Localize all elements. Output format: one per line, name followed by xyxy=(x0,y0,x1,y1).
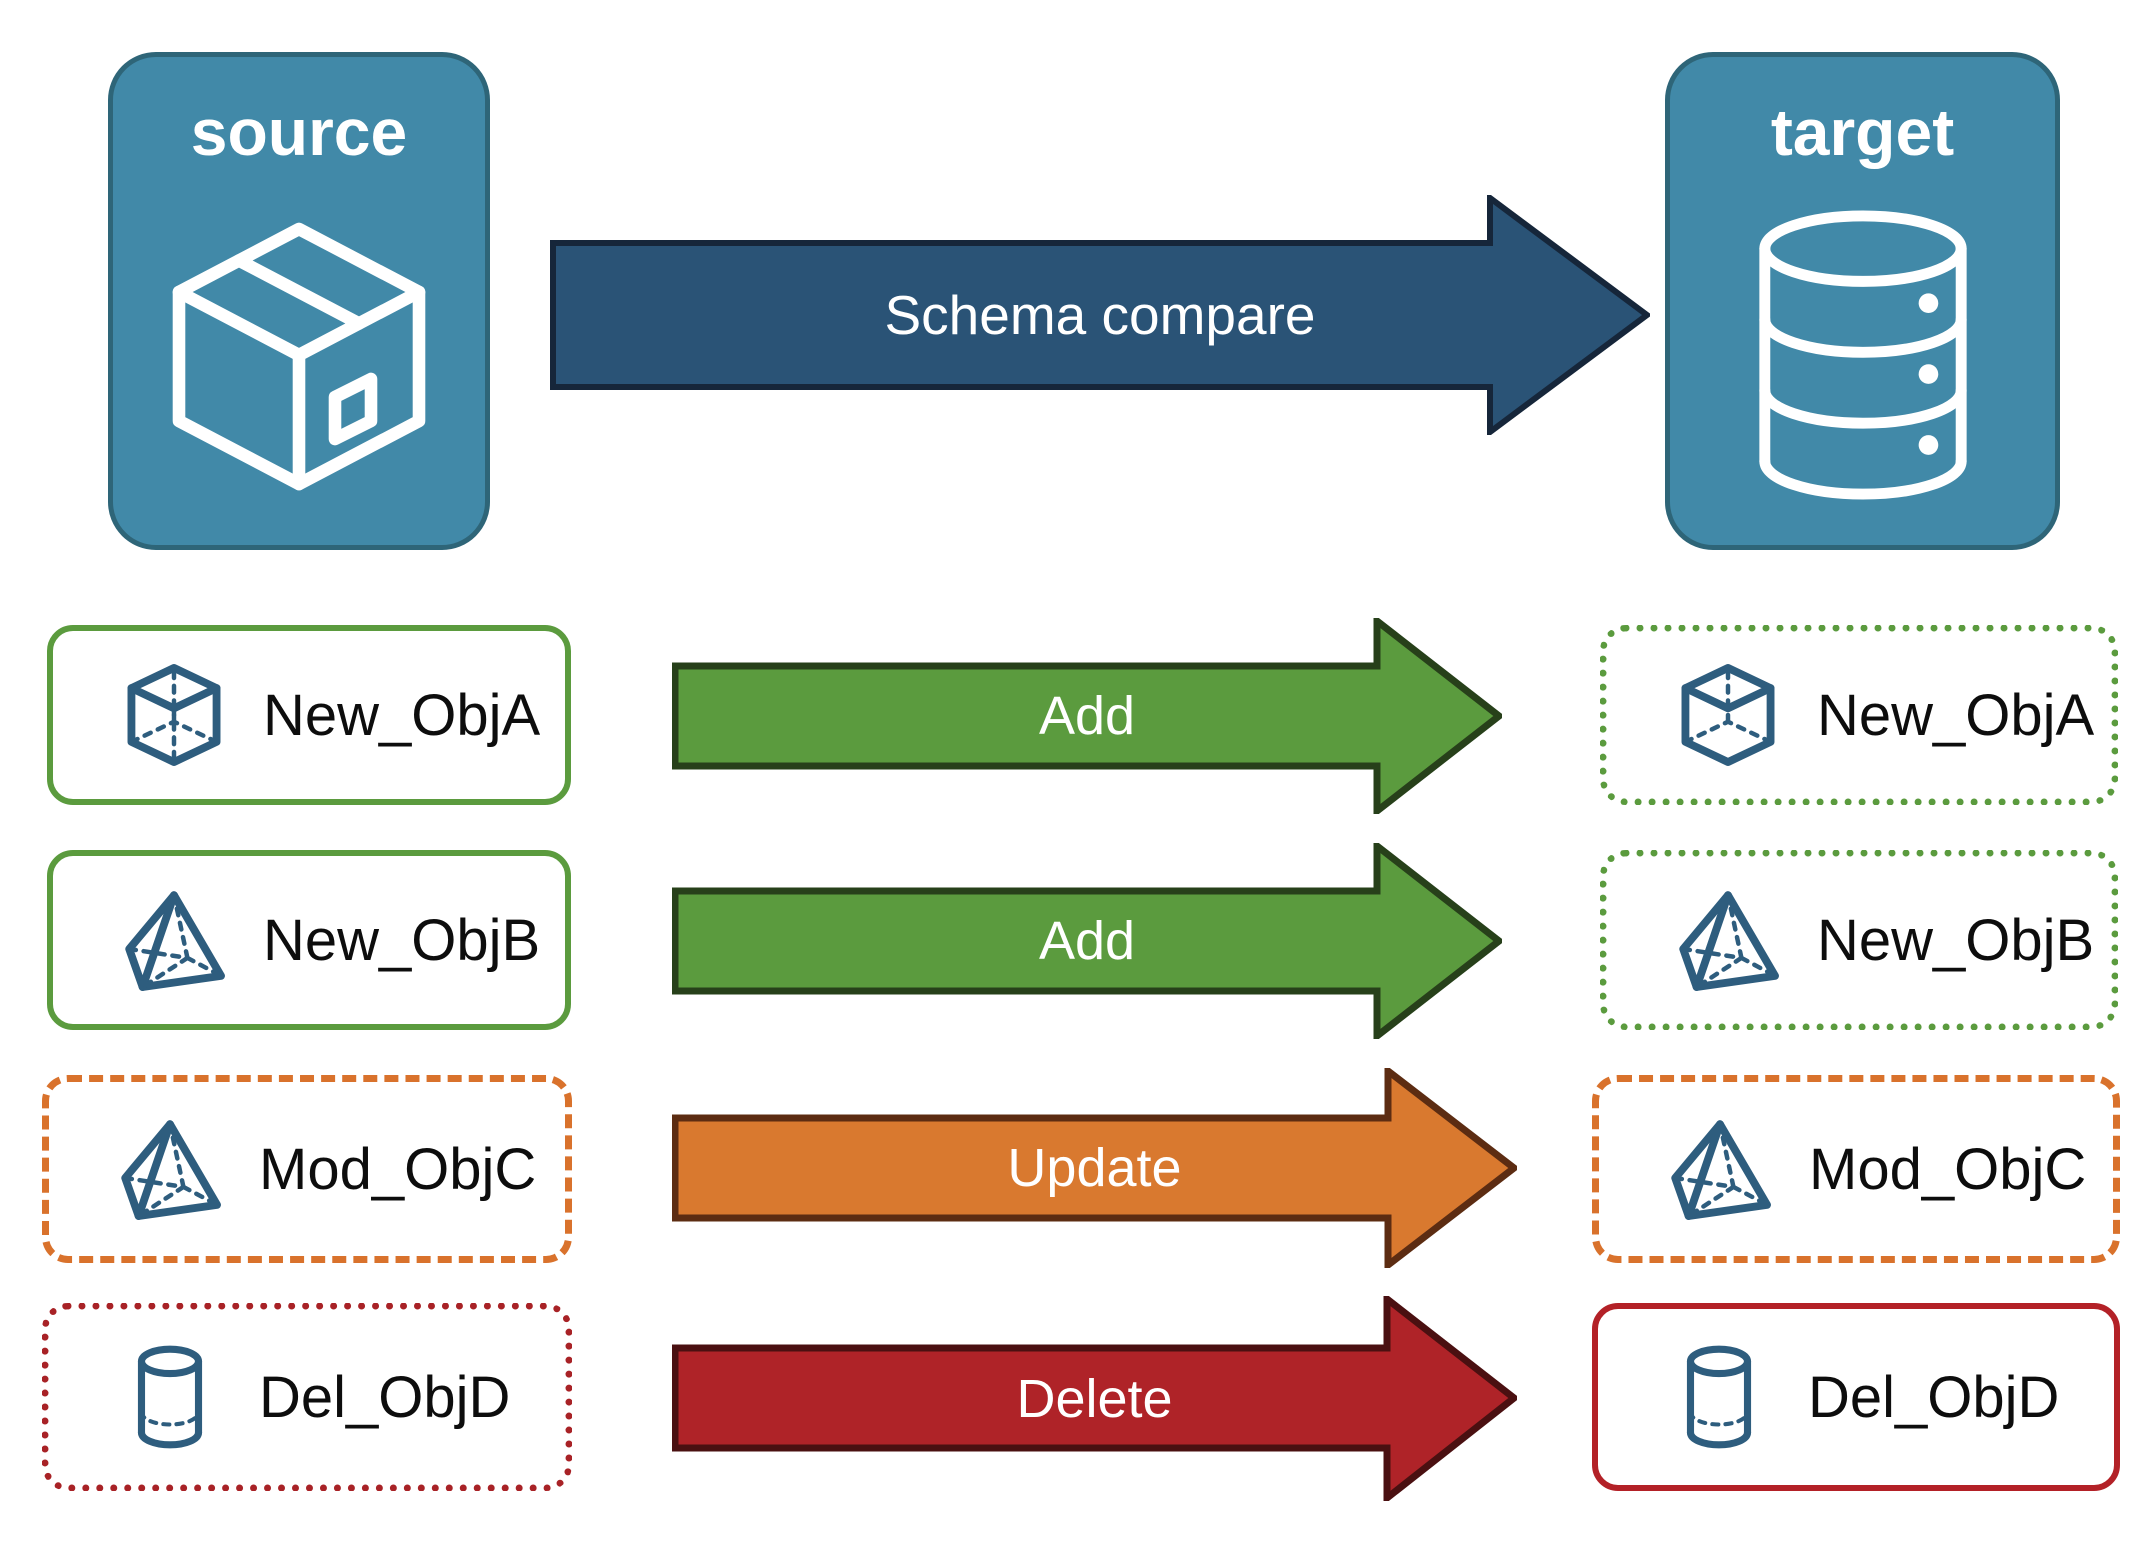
action-arrow-row-2-shape xyxy=(671,838,1505,1044)
action-arrow-row-2[interactable]: Add xyxy=(671,838,1505,1044)
wireframe-cylinder-icon xyxy=(111,1338,229,1456)
target-panel[interactable]: target xyxy=(1665,52,2060,550)
target-card-row-2[interactable]: New_ObjB xyxy=(1600,850,2118,1030)
wireframe-pyramid-icon xyxy=(1669,881,1787,999)
database-cylinder-icon xyxy=(1670,165,2055,545)
source-panel[interactable]: source xyxy=(108,52,490,550)
wireframe-cube-icon xyxy=(1669,656,1787,774)
source-card-row-4-label: Del_ObjD xyxy=(259,1364,511,1430)
source-card-row-3[interactable]: Mod_ObjC xyxy=(42,1075,572,1263)
target-panel-title: target xyxy=(1770,95,1955,169)
schema-compare-arrow[interactable]: Schema compare xyxy=(550,192,1653,438)
action-arrow-row-4[interactable]: Delete xyxy=(671,1291,1520,1506)
target-card-row-3[interactable]: Mod_ObjC xyxy=(1592,1075,2120,1263)
source-card-row-2[interactable]: New_ObjB xyxy=(47,850,571,1030)
wireframe-cube-icon xyxy=(115,656,233,774)
target-card-row-4[interactable]: Del_ObjD xyxy=(1592,1303,2120,1491)
action-arrow-row-3[interactable]: Update xyxy=(671,1063,1520,1273)
wireframe-pyramid-icon xyxy=(115,881,233,999)
target-card-row-1-label: New_ObjA xyxy=(1817,682,2095,748)
source-card-row-2-label: New_ObjB xyxy=(263,907,541,973)
action-arrow-row-1[interactable]: Add xyxy=(671,613,1505,819)
target-card-row-1[interactable]: New_ObjA xyxy=(1600,625,2118,805)
wireframe-cylinder-icon xyxy=(1660,1338,1778,1456)
wireframe-pyramid-icon xyxy=(1661,1110,1779,1228)
source-card-row-3-label: Mod_ObjC xyxy=(259,1136,537,1202)
target-card-row-2-label: New_ObjB xyxy=(1817,907,2095,973)
action-arrow-row-1-shape xyxy=(671,613,1505,819)
target-card-row-3-label: Mod_ObjC xyxy=(1809,1136,2087,1202)
source-card-row-1[interactable]: New_ObjA xyxy=(47,625,571,805)
source-card-row-4[interactable]: Del_ObjD xyxy=(42,1303,572,1491)
wireframe-pyramid-icon xyxy=(111,1110,229,1228)
schema-compare-arrow-shape xyxy=(550,192,1653,438)
action-arrow-row-3-shape xyxy=(671,1063,1520,1273)
source-panel-title: source xyxy=(190,95,408,169)
package-box-icon xyxy=(113,165,485,545)
source-card-row-1-label: New_ObjA xyxy=(263,682,541,748)
action-arrow-row-4-shape xyxy=(671,1291,1520,1506)
target-card-row-4-label: Del_ObjD xyxy=(1808,1364,2060,1430)
